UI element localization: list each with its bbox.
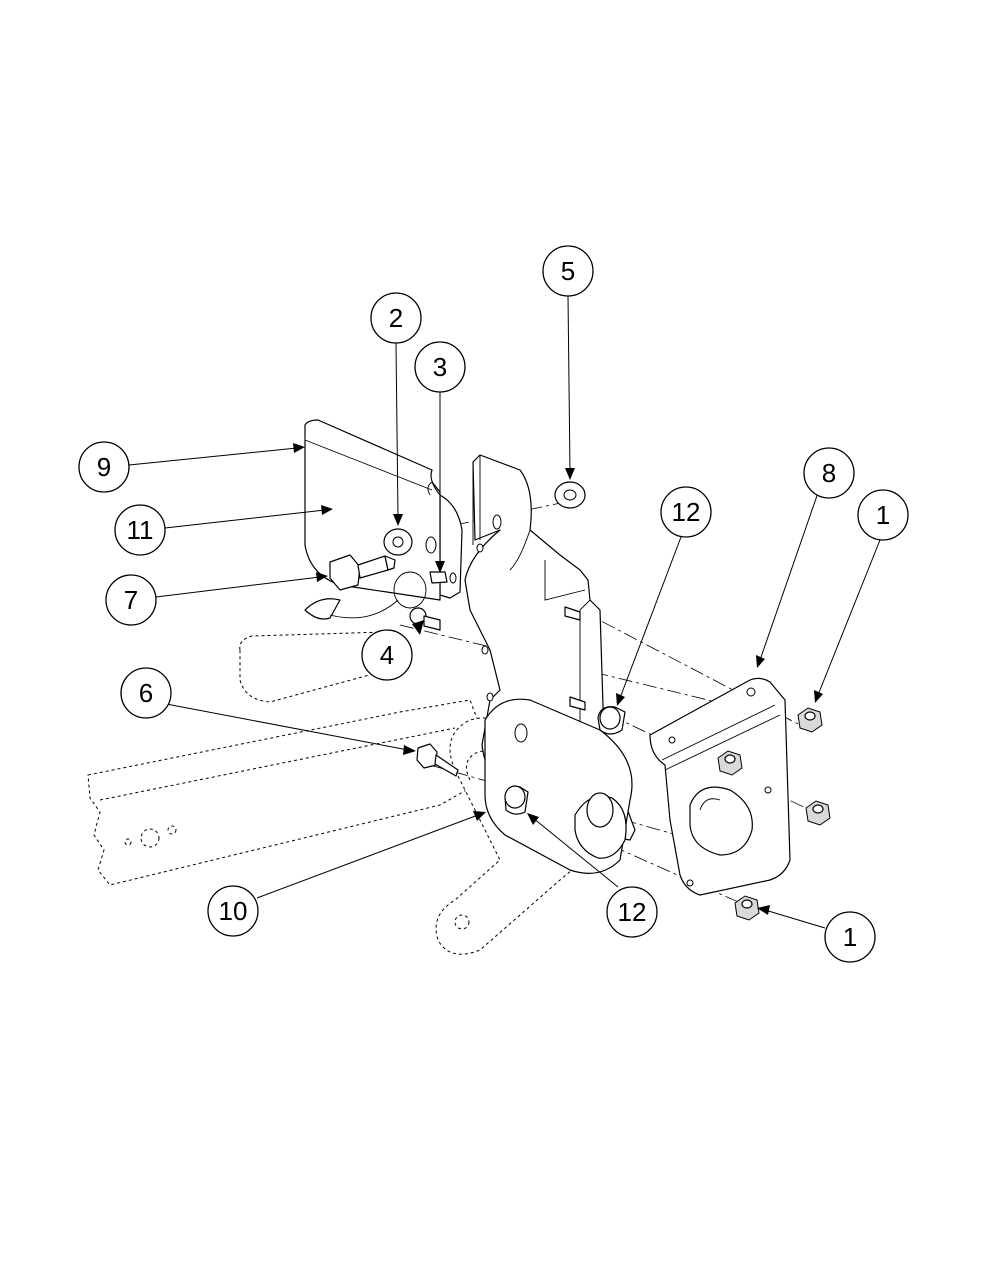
bushing-12-lower [504, 785, 529, 815]
nut-1-mid [717, 750, 743, 776]
callout-label: 1 [843, 922, 857, 952]
nut-5 [554, 481, 586, 509]
callout-label: 7 [124, 585, 138, 615]
callout-2[interactable]: 2 [370, 292, 422, 344]
callout-12-bottom[interactable]: 12 [606, 886, 658, 938]
callout-label: 8 [822, 458, 836, 488]
pin-3 [429, 571, 448, 584]
callout-label: 11 [127, 515, 154, 545]
callouts: 9 11 7 2 3 5 4 6 8 1 12 10 12 1 [78, 245, 909, 963]
hardware [304, 481, 831, 921]
callout-label: 6 [139, 678, 153, 708]
callout-12-top[interactable]: 12 [660, 486, 712, 538]
callout-label: 5 [561, 256, 575, 286]
nut-1-top [797, 707, 823, 733]
arm-plate [484, 698, 633, 874]
callout-label: 12 [618, 897, 647, 927]
nut-1-right [805, 800, 831, 826]
callout-8[interactable]: 8 [803, 447, 855, 499]
callout-9[interactable]: 9 [78, 441, 130, 493]
callout-label: 1 [876, 500, 890, 530]
callout-7[interactable]: 7 [105, 574, 157, 626]
callout-10[interactable]: 10 [207, 885, 259, 937]
callout-6[interactable]: 6 [120, 667, 172, 719]
callout-label: 12 [672, 497, 701, 527]
bolt-7 [329, 554, 396, 591]
washer-2 [383, 528, 413, 556]
callout-label: 10 [219, 896, 248, 926]
callout-4[interactable]: 4 [361, 629, 413, 681]
callout-label: 9 [97, 452, 111, 482]
callout-1-top[interactable]: 1 [857, 489, 909, 541]
nut-1-bottom [734, 895, 760, 921]
callout-1-bottom[interactable]: 1 [824, 911, 876, 963]
callout-label: 2 [389, 303, 403, 333]
callout-label: 3 [433, 352, 447, 382]
leader-lines [128, 295, 881, 929]
callout-label: 4 [380, 640, 394, 670]
right-plate-8 [649, 677, 791, 896]
bolt-6 [416, 743, 459, 777]
knob-4 [409, 607, 441, 631]
ring-lanyard [304, 571, 427, 620]
callout-5[interactable]: 5 [542, 245, 594, 297]
callout-3[interactable]: 3 [414, 341, 466, 393]
bushing-12-upper [597, 706, 626, 735]
callout-11[interactable]: 11 [114, 504, 166, 556]
